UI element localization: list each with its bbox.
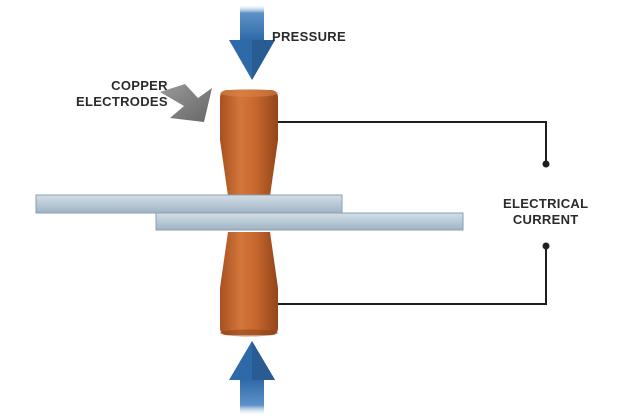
copper-electrodes-label: COPPER ELECTRODES	[76, 78, 168, 110]
copper-electrodes-label-line1: COPPER	[111, 78, 168, 93]
electrical-current-label: ELECTRICAL CURRENT	[503, 196, 588, 228]
lower-metal-sheet	[155, 212, 464, 231]
copper-electrodes-label-line2: ELECTRODES	[76, 94, 168, 109]
pressure-label: PRESSURE	[272, 29, 346, 44]
electrical-current-label-line2: CURRENT	[512, 212, 579, 227]
electrical-circuit-wire	[277, 121, 547, 305]
arrow-up-icon	[229, 341, 275, 416]
arrow-down-right-icon	[160, 84, 212, 122]
terminal-dot-bottom	[542, 242, 550, 250]
terminal-dot-top	[542, 160, 550, 168]
top-copper-electrode	[220, 89, 278, 196]
upper-metal-sheet	[35, 194, 343, 214]
arrow-down-icon	[229, 4, 275, 80]
electrical-current-label-line1: ELECTRICAL	[503, 196, 589, 211]
bottom-copper-electrode	[220, 232, 278, 337]
